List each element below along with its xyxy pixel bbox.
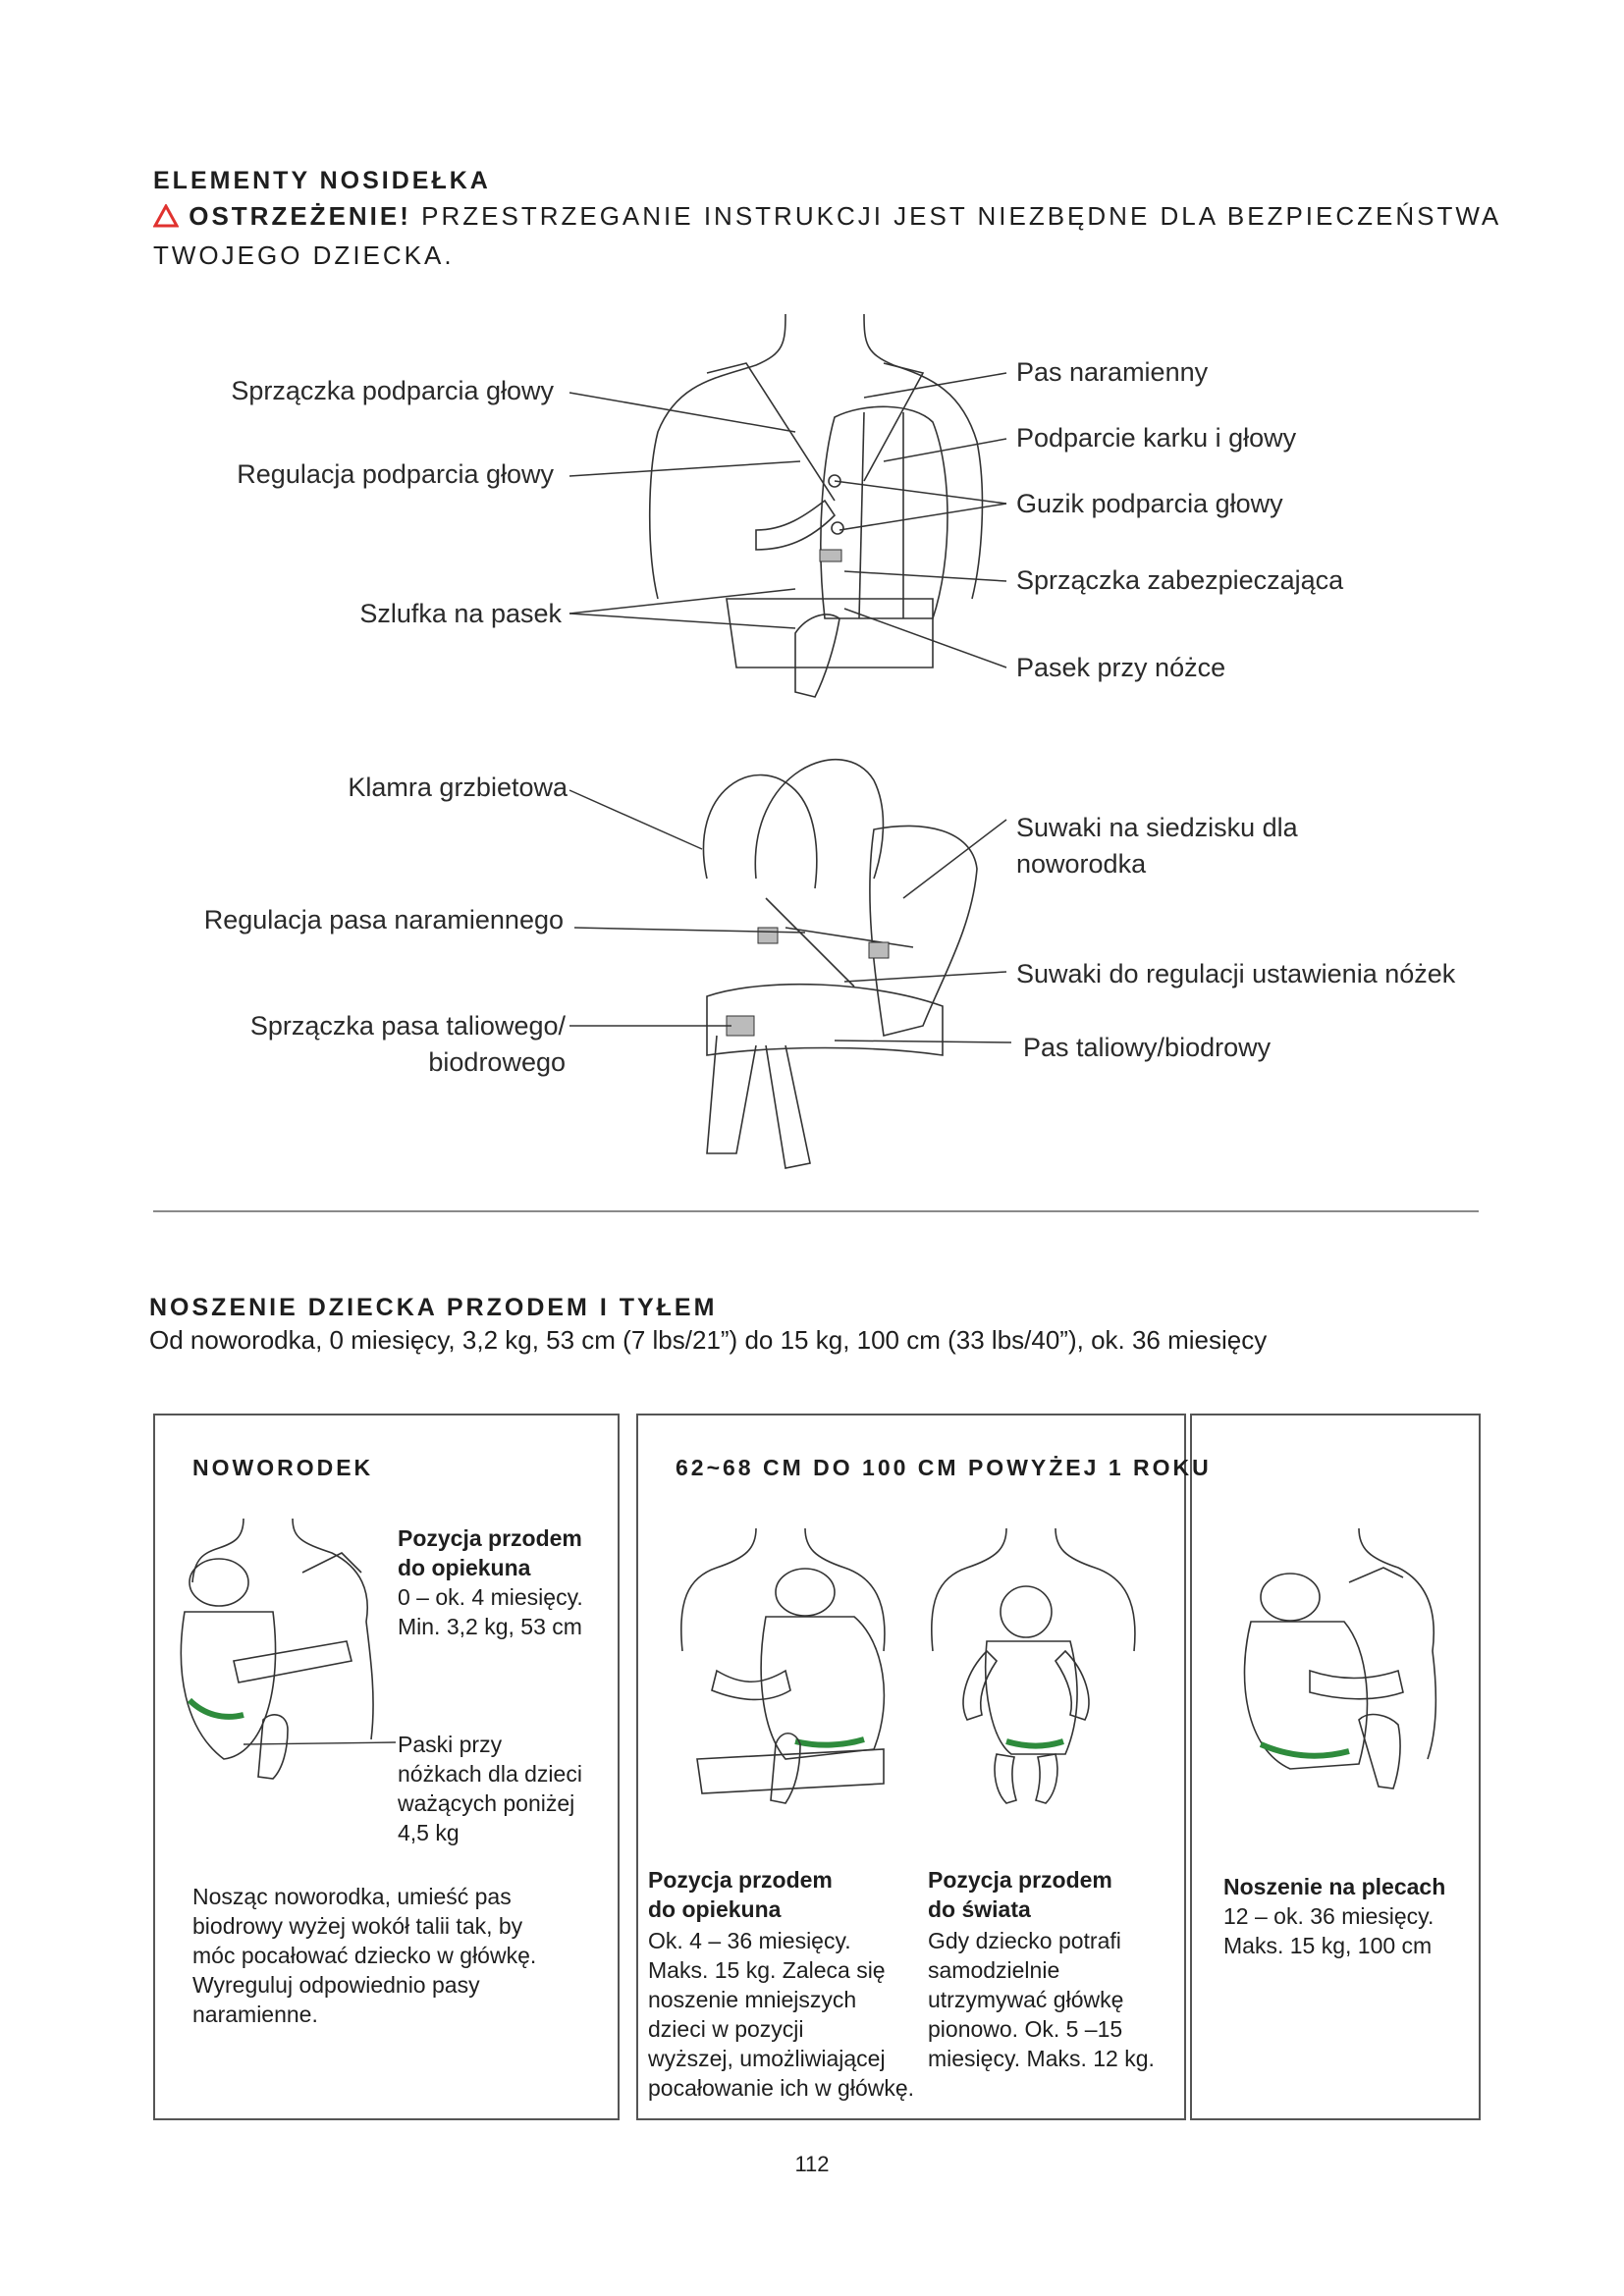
older-col2-text-4: pionowo. Ok. 5 –15: [928, 2016, 1123, 2042]
newborn-pos-text-2: Min. 3,2 kg, 53 cm: [398, 1614, 582, 1639]
newborn-pos-title-1: Pozycja przodem: [398, 1525, 582, 1551]
older-col1-title-1: Pozycja przodem: [648, 1867, 833, 1893]
newborn-pos-text-1: 0 – ok. 4 miesięcy.: [398, 1584, 583, 1610]
warning-label: OSTRZEŻENIE!: [189, 201, 411, 231]
newborn-carrier-illustration: [180, 1518, 374, 1780]
box-newborn: NOWORODEK Pozycja przodem do opiekuna 0 …: [153, 1414, 620, 2120]
label-waist-belt: Pas taliowy/biodrowy: [1023, 1033, 1272, 1062]
label-back-clasp: Klamra grzbietowa: [348, 773, 568, 802]
box-older: 62~68 CM DO 100 CM POWYŻEJ 1 ROKU Pozycj…: [636, 1414, 1209, 2120]
older-col2-title-1: Pozycja przodem: [928, 1867, 1112, 1893]
newborn-note-3: móc pocałować dziecko w główkę.: [192, 1943, 537, 1968]
newborn-leg-2: nóżkach dla dzieci: [398, 1761, 582, 1787]
label-head-support-adjust: Regulacja podparcia głowy: [237, 459, 554, 489]
label-shoulder-strap: Pas naramienny: [1016, 357, 1209, 387]
back-carry-illustration: [1243, 1527, 1437, 1789]
section-heading-carrying: NOSZENIE DZIECKA PRZODEM I TYŁEM: [149, 1294, 718, 1321]
label-leg-position-sliders: Suwaki do regulacji ustawienia nóżek: [1016, 959, 1456, 988]
newborn-leg-3: ważących poniżej: [398, 1790, 575, 1816]
older-col1-text-1: Ok. 4 – 36 miesięcy.: [648, 1928, 851, 1953]
warning-text-cont: TWOJEGO DZIECKA.: [153, 240, 455, 270]
label-waist-buckle-2: biodrowego: [428, 1047, 566, 1077]
older-col1-text-6: pocałowanie ich w główkę.: [648, 2075, 915, 2101]
label-shoulder-strap-adjust: Regulacja pasa naramiennego: [203, 905, 564, 934]
carrier-front-figure: [648, 313, 984, 698]
older-col1-text-2: Maks. 15 kg. Zaleca się: [648, 1957, 886, 1983]
label-waist-buckle-1: Sprzączka pasa taliowego/: [249, 1011, 566, 1041]
front-facing-in-illustration: [679, 1527, 886, 1804]
warning-text: PRZESTRZEGANIE INSTRUKCJI JEST NIEZBĘDNE…: [410, 201, 1502, 231]
newborn-note-4: Wyreguluj odpowiednio pasy: [192, 1972, 480, 1998]
label-leg-strap: Pasek przy nóżce: [1016, 653, 1226, 682]
section-heading-parts: ELEMENTY NOSIDEŁKA: [153, 167, 491, 194]
older-col2-text-3: utrzymywać główkę: [928, 1987, 1124, 2012]
back-carry-text-1: 12 – ok. 36 miesięcy.: [1223, 1903, 1435, 1929]
section-divider: [153, 1210, 1479, 1212]
older-col2-title-2: do świata: [928, 1896, 1031, 1922]
front-facing-out-illustration: [930, 1527, 1136, 1804]
older-col1-text-3: noszenie mniejszych: [648, 1987, 857, 2012]
carrier-back-figure: [702, 758, 978, 1169]
box-newborn-title: NOWORODEK: [192, 1455, 374, 1480]
warning-icon: [152, 202, 180, 228]
older-col1-title-2: do opiekuna: [648, 1896, 782, 1922]
label-seat-sliders-1: Suwaki na siedzisku dla: [1016, 813, 1298, 842]
older-col2-text-1: Gdy dziecko potrafi: [928, 1928, 1121, 1953]
older-col1-text-4: dzieci w pozycji: [648, 2016, 804, 2042]
newborn-note-1: Nosząc noworodka, umieść pas: [192, 1884, 512, 1909]
back-leader-lines: [568, 789, 1012, 1043]
box-older-title: 62~68 CM DO 100 CM POWYŻEJ 1 ROKU: [676, 1455, 1212, 1480]
newborn-leg-4: 4,5 kg: [398, 1820, 460, 1845]
newborn-leg-1: Paski przy: [398, 1732, 503, 1757]
back-carry-text-2: Maks. 15 kg, 100 cm: [1223, 1933, 1433, 1958]
older-col2-text-2: samodzielnie: [928, 1957, 1060, 1983]
older-col1-text-5: wyższej, umożliwiającej: [648, 2046, 886, 2071]
label-safety-buckle: Sprzączka zabezpieczająca: [1016, 565, 1344, 595]
box-back: Noszenie na plecach 12 – ok. 36 miesięcy…: [1190, 1414, 1481, 2120]
back-carry-title: Noszenie na plecach: [1223, 1874, 1446, 1899]
label-head-support-buckle: Sprzączka podparcia głowy: [231, 376, 554, 405]
label-neck-head-support: Podparcie karku i głowy: [1016, 423, 1297, 453]
label-head-support-button: Guzik podparcia głowy: [1016, 489, 1283, 518]
label-belt-loop: Szlufka na pasek: [359, 599, 562, 628]
newborn-note-5: naramienne.: [192, 2002, 318, 2027]
label-seat-sliders-2: noworodka: [1016, 849, 1147, 879]
newborn-leader-line: [244, 1741, 397, 1745]
newborn-pos-title-2: do opiekuna: [398, 1555, 531, 1580]
warning-line: OSTRZEŻENIE! PRZESTRZEGANIE INSTRUKCJI J…: [152, 201, 1502, 232]
section-subtitle: Od noworodka, 0 miesięcy, 3,2 kg, 53 cm …: [149, 1325, 1268, 1355]
older-col2-text-5: miesięcy. Maks. 12 kg.: [928, 2046, 1155, 2071]
front-leader-lines: [568, 372, 1007, 668]
page-number: 112: [794, 2152, 830, 2176]
newborn-note-2: biodrowy wyżej wokół talii tak, by: [192, 1913, 523, 1939]
